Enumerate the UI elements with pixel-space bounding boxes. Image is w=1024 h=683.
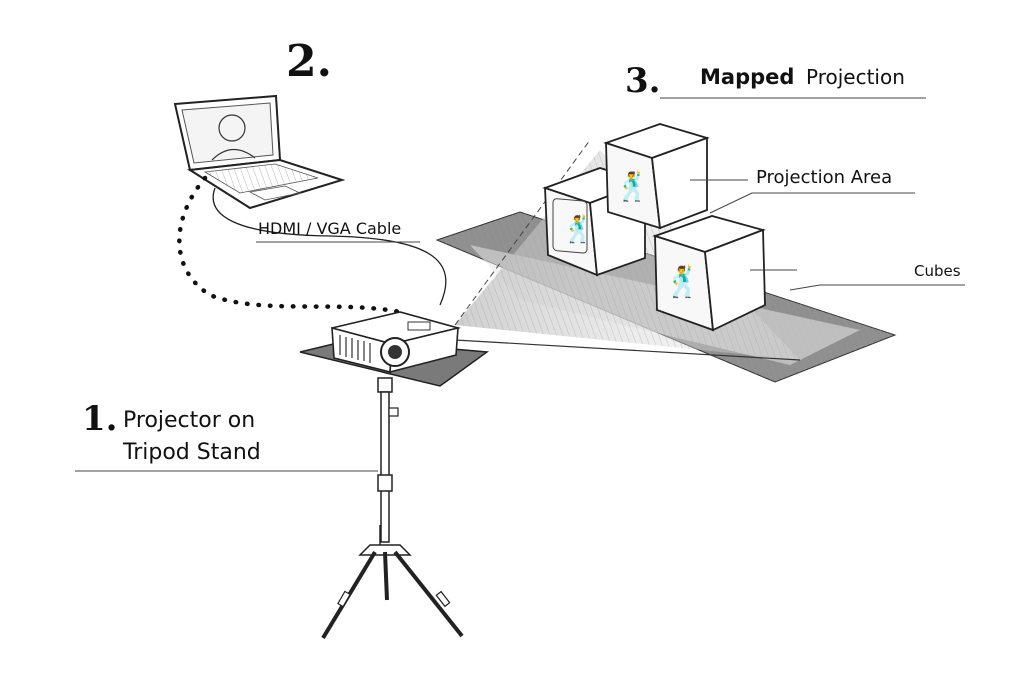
- step-1-label: 1. Projector on Tripod Stand: [82, 399, 261, 465]
- projection-area-callout: Projection Area: [756, 167, 892, 188]
- step-1-text-line1: Projector on: [123, 408, 255, 433]
- step-2-number: 2.: [286, 36, 332, 87]
- dancer-figure-icon: 🕺: [664, 263, 701, 299]
- dancer-figure-icon: 🕺: [615, 169, 650, 203]
- step-3-number: 3.: [625, 61, 661, 101]
- cubes-callout: Cubes: [914, 262, 961, 280]
- projector: [299, 311, 490, 387]
- tripod-stand: [321, 377, 464, 640]
- cables: [177, 175, 447, 315]
- dancer-figure-icon: 🕺: [562, 213, 594, 244]
- step-3-text-rest: Projection: [806, 65, 905, 89]
- step-3-text-bold: Mapped: [700, 65, 794, 89]
- leader-lines: [75, 97, 965, 472]
- cube-right: 🕺: [652, 215, 766, 332]
- step-1-number: 1.: [82, 399, 118, 439]
- laptop: [173, 94, 346, 210]
- step-1-text-line2: Tripod Stand: [122, 440, 261, 465]
- step-3-label: 3. Mapped Projection: [625, 61, 905, 101]
- hdmi-vga-cable: [212, 187, 447, 306]
- cube-top: 🕺: [603, 123, 710, 230]
- cable-callout: HDMI / VGA Cable: [258, 219, 401, 238]
- dotted-cable: [177, 175, 403, 315]
- person-figure-icon: [218, 114, 246, 142]
